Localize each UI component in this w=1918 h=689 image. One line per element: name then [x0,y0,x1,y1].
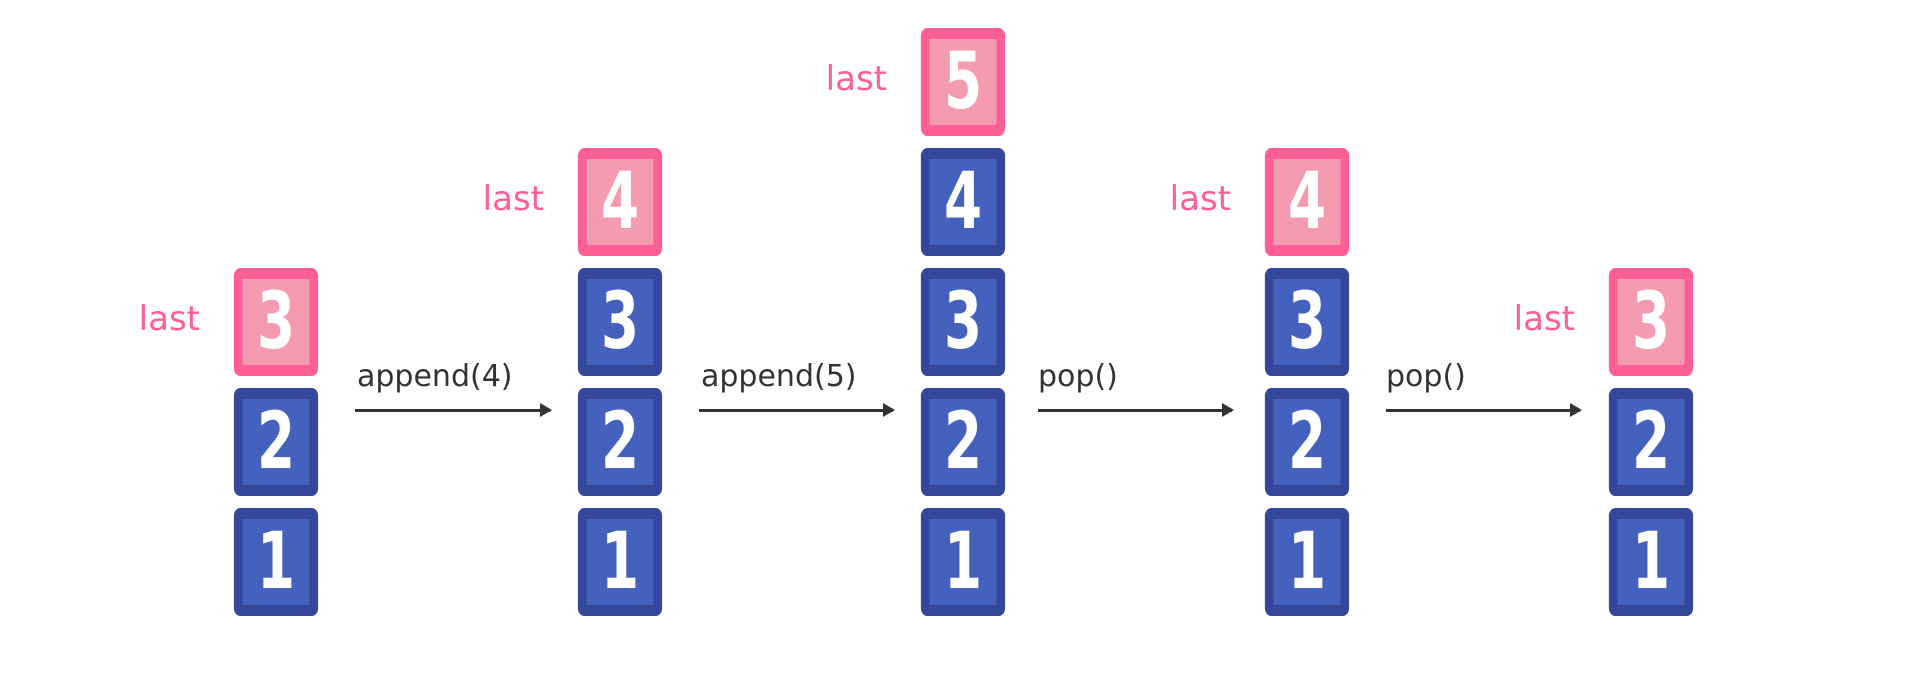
arrowhead-icon [1222,403,1234,417]
arrowhead-icon [883,403,895,417]
operation-label: append(4) [357,359,513,394]
arrowhead-icon [1570,403,1582,417]
last-label: last [138,299,200,339]
stack-item: 1 [1608,508,1694,616]
stack-item: 3 [1264,268,1350,376]
stack-item: 1 [577,508,663,616]
stack-item: 1 [920,508,1006,616]
arrowhead-icon [540,403,552,417]
stack-item: 2 [233,388,319,496]
operation-label: pop() [1386,359,1466,394]
last-label: last [1169,179,1231,219]
arrow-right-icon [1386,403,1582,417]
stack-item: 4 [920,148,1006,256]
operation-label: pop() [1038,359,1118,394]
stack-top-item: 5 [920,28,1006,136]
stack-item: 3 [920,268,1006,376]
arrow-right-icon [699,403,895,417]
last-label: last [825,59,887,99]
last-label: last [482,179,544,219]
stack-top-item: 4 [1264,148,1350,256]
last-label: last [1513,299,1575,339]
arrow-right-icon [1038,403,1234,417]
stack-top-item: 4 [577,148,663,256]
stack-item: 2 [1264,388,1350,496]
arrow-right-icon [355,403,552,417]
stack-item: 3 [577,268,663,376]
stack-item: 2 [920,388,1006,496]
stack-item: 1 [233,508,319,616]
stack-top-item: 3 [1608,268,1694,376]
stack-item: 2 [1608,388,1694,496]
stack-top-item: 3 [233,268,319,376]
operation-label: append(5) [701,359,857,394]
stack-item: 2 [577,388,663,496]
stack-item: 1 [1264,508,1350,616]
